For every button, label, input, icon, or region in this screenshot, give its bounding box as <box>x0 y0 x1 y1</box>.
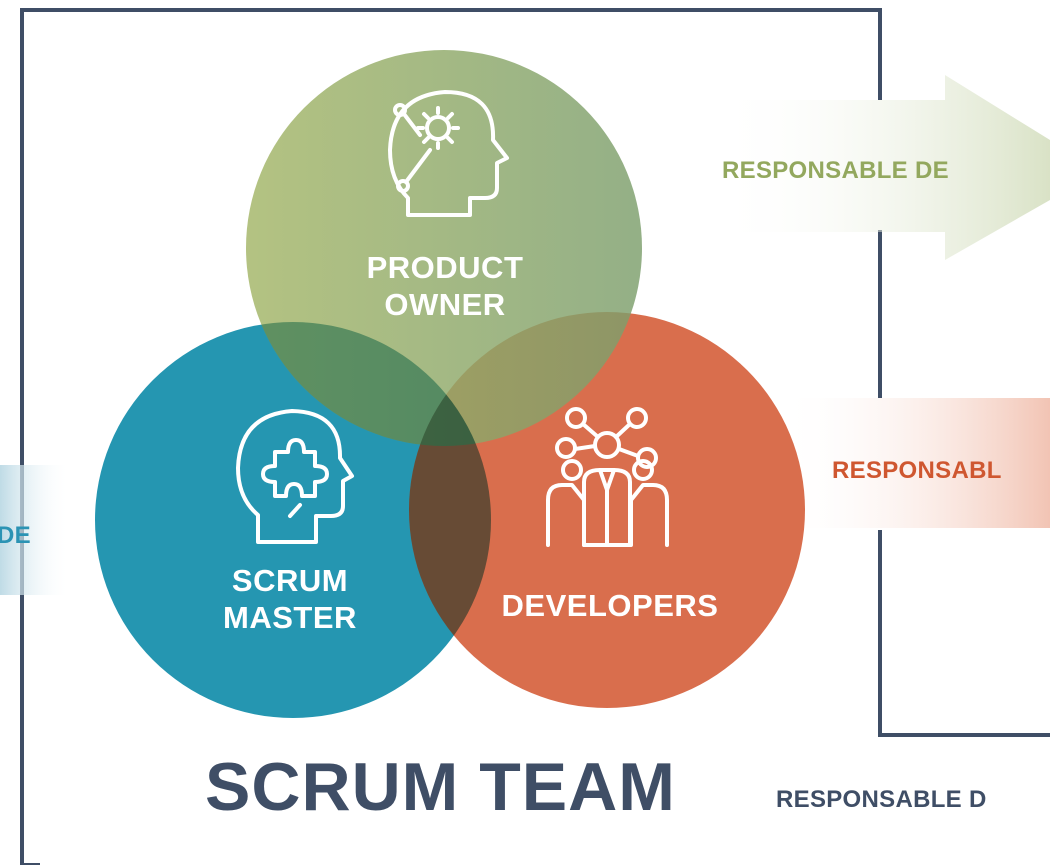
product-owner-label-line1: PRODUCT <box>366 250 524 285</box>
head-puzzle-icon <box>236 409 354 544</box>
artifact-frame <box>878 530 1050 737</box>
scrum-master-label-line1: SCRUM <box>231 563 349 598</box>
scrum-master-label: SCRUM MASTER <box>190 563 390 636</box>
scrum-team-frame <box>20 8 882 865</box>
product-owner-circle <box>246 50 642 446</box>
responsable-blue-label: DE <box>0 522 31 549</box>
responsable-bottom-label: RESPONSABLE D <box>776 786 987 813</box>
responsable-arrow-red <box>780 398 1050 528</box>
product-owner-label-line2: OWNER <box>384 286 506 322</box>
responsable-red-label: RESPONSABL <box>832 457 1002 484</box>
responsable-arrow-green <box>715 75 1050 260</box>
responsable-arrow-blue <box>0 465 70 595</box>
developers-label: DEVELOPERS <box>501 588 719 623</box>
responsable-green-label: RESPONSABLE DE <box>722 157 949 184</box>
scrum-team-title: SCRUM TEAM <box>205 749 676 825</box>
product-owner-label: PRODUCT OWNER <box>335 250 555 323</box>
team-network-icon <box>546 407 669 547</box>
head-gear-icon <box>388 90 509 217</box>
po-sm-intersection <box>246 322 491 446</box>
scrum-master-label-line2: MASTER <box>223 599 357 635</box>
